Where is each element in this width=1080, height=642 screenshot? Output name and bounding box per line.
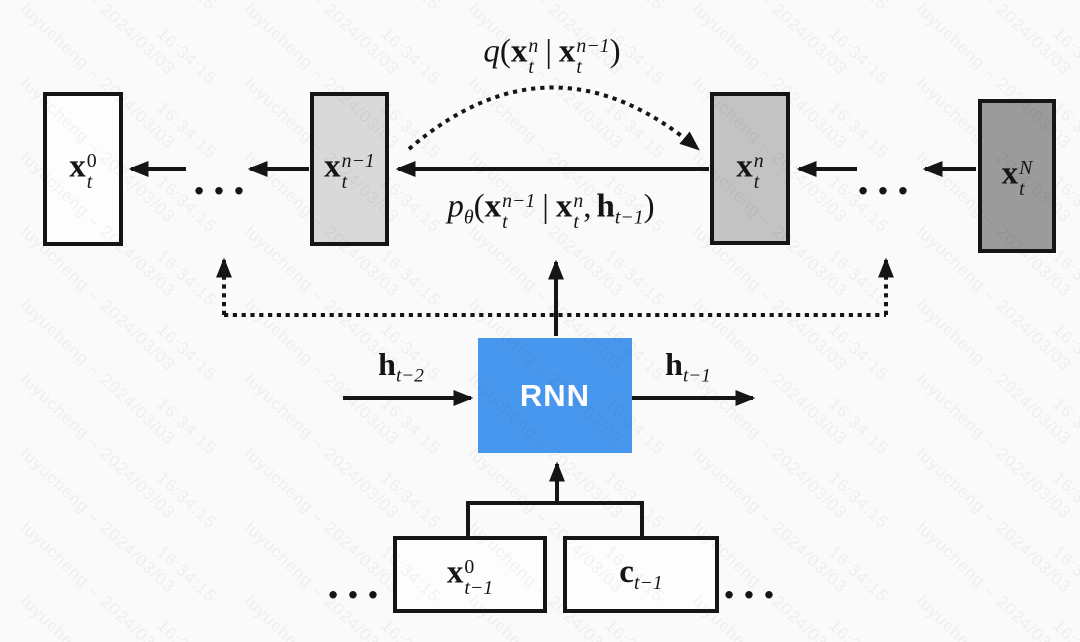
watermark-text: luyucheng – 2024/03/03 [17,518,179,642]
watermark-text: luyucheng – 2024/03/03 [689,296,851,449]
watermark-text: 16:34:15 [1049,24,1080,89]
watermark-text: 16:34:15 [824,616,892,642]
watermark-text: 16:34:15 [377,468,445,533]
watermark-text: 16:34:15 [376,616,444,642]
watermark-text: 16:34:15 [377,394,445,459]
node-c-prev-label: ct−1 [619,553,663,594]
watermark-text: luyucheng – 2024/03/03 [913,444,1075,597]
watermark-text: 16:34:15 [153,468,221,533]
watermark-text: luyucheng – 2024/03/03 [17,444,179,597]
watermark-text: 16:34:15 [601,98,669,163]
watermark-text: luyucheng – 2024/03/03 [17,296,179,449]
watermark-text: 16:34:15 [1049,542,1080,607]
watermark-text: 16:34:15 [1049,394,1080,459]
watermark-text: 16:34:15 [153,98,221,163]
watermark-text: 16:34:15 [825,24,893,89]
watermark-text: 16:34:15 [1049,468,1080,533]
watermark-text: 16:34:15 [825,394,893,459]
watermark-text: 16:34:15 [825,98,893,163]
watermark-text: luyucheng – 2024/03/03 [241,370,403,523]
label-hidden-next: ht−1 [665,346,711,387]
watermark-text: 16:34:15 [601,246,669,311]
watermark-text: luyucheng – 2024/03/03 [17,370,179,523]
watermark-text: 16:34:15 [153,24,221,89]
rnn-label: RNN [519,377,591,413]
watermark-text: 16:34:15 [153,320,221,385]
watermark-text: 16:34:15 [825,542,893,607]
watermark-text: 16:34:15 [153,542,221,607]
watermark-text: 16:34:15 [153,394,221,459]
watermark-text: 16:34:15 [1049,246,1080,311]
watermark-text: 16:34:15 [825,320,893,385]
watermark-text: luyucheng – 2024/03/03 [912,592,1075,642]
watermark-text: 16:34:15 [825,246,893,311]
watermark-text: 16:34:15 [152,0,220,15]
watermark-text: luyucheng – 2024/03/03 [689,0,851,79]
watermark-text: luyucheng – 2024/03/03 [17,0,179,79]
watermark-text: 16:34:15 [601,468,669,533]
watermark-text: 16:34:15 [600,616,668,642]
watermark-text: 16:34:15 [376,0,444,15]
watermark-text: 16:34:15 [1049,320,1080,385]
watermark-text: luyucheng – 2024/03/03 [913,0,1075,79]
rnn-box: RNN [478,338,632,453]
watermark-text: 16:34:15 [825,468,893,533]
watermark-text: 16:34:15 [1048,0,1080,15]
watermark-text: 16:34:15 [600,0,668,15]
watermark-text: luyucheng – 2024/03/03 [689,370,851,523]
watermark-text: luyucheng – 2024/03/03 [689,222,851,375]
watermark-text: luyucheng – 2024/03/03 [241,0,403,79]
watermark-text: luyucheng – 2024/03/03 [16,592,179,642]
input-bracket [466,501,644,537]
watermark-text: 16:34:15 [1048,616,1080,642]
label-hidden-prev: ht−2 [378,346,424,387]
watermark-text: 16:34:15 [153,246,221,311]
watermark-text: luyucheng – 2024/03/03 [913,518,1075,642]
watermark-text: 16:34:15 [824,0,892,15]
watermark-text: 16:34:15 [152,616,220,642]
watermark-text: 16:34:15 [377,24,445,89]
dotted-arc-q-forward [407,85,700,151]
watermark-text: luyucheng – 2024/03/03 [913,296,1075,449]
node-c-prev: ct−1 [563,536,719,613]
watermark-text: luyucheng – 2024/03/03 [913,370,1075,523]
watermark-text: 16:34:15 [377,246,445,311]
